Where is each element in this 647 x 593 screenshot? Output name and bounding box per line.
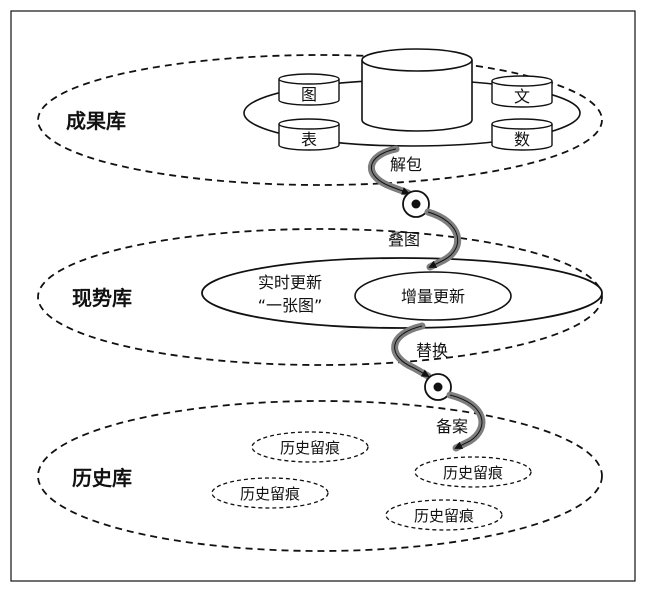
- text-database-cylinder: 文: [491, 75, 553, 108]
- unpack-flow-arrow: [368, 145, 412, 197]
- data-label: 数: [514, 130, 530, 149]
- incremental-update-label: 增量更新: [401, 287, 465, 306]
- central-database-cylinder: [361, 48, 473, 132]
- history-trace-label: 历史留痕: [414, 507, 474, 525]
- results-layer-ellipse: [37, 54, 603, 186]
- flow-node-upper: [402, 190, 430, 218]
- history-layer: 历史库 历史留痕 历史留痕 历史留痕 历史留痕: [37, 400, 603, 552]
- archive-step-label: 备案: [436, 417, 468, 436]
- one-map-label: “一张图”: [258, 296, 323, 315]
- current-layer-ellipse: [37, 228, 603, 366]
- history-trace-label: 历史留痕: [240, 485, 300, 503]
- overlay-step-label: 叠图: [388, 230, 420, 249]
- replace-flow-arrow: [391, 322, 432, 380]
- current-layer-label: 现势库: [72, 286, 132, 310]
- map-database-cylinder: 图: [278, 73, 340, 106]
- table-label: 表: [301, 130, 317, 149]
- incremental-update-ellipse: [354, 271, 512, 321]
- history-trace-ellipse: [385, 499, 503, 531]
- history-trace-ellipse: [251, 431, 369, 463]
- unpack-step-label: 解包: [390, 155, 422, 174]
- map-label: 图: [301, 85, 317, 104]
- history-trace-ellipse: [211, 477, 329, 509]
- results-layer-label: 成果库: [66, 109, 126, 133]
- history-layer-label: 历史库: [72, 466, 132, 490]
- results-layer: 成果库 图 文 表 数: [37, 48, 603, 186]
- data-database-cylinder: 数: [491, 118, 553, 151]
- current-layer: 现势库 实时更新 “一张图” 增量更新: [37, 228, 603, 366]
- history-trace-label: 历史留痕: [280, 439, 340, 457]
- archive-flow-arrow: [446, 391, 486, 452]
- realtime-update-label: 实时更新: [258, 273, 322, 292]
- history-layer-ellipse: [37, 400, 603, 552]
- history-trace-ellipse: [414, 456, 532, 488]
- replace-step-label: 替换: [416, 341, 448, 360]
- text-label: 文: [514, 87, 530, 106]
- flow-node-lower: [424, 373, 452, 401]
- history-trace-label: 历史留痕: [443, 464, 503, 482]
- table-database-cylinder: 表: [278, 118, 340, 151]
- overlay-flow-arrow: [424, 208, 462, 271]
